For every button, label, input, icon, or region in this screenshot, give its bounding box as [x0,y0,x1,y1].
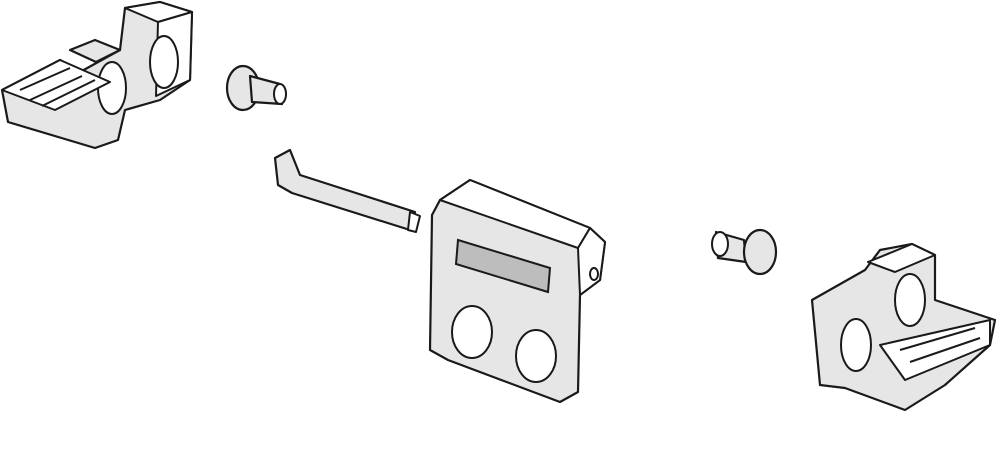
hex-key-part [273,148,421,233]
logo-plate [454,238,552,294]
cover-plate-part [428,178,607,404]
screw-icon [711,228,778,276]
right-bracket-part [810,242,997,412]
left-bracket-part [0,0,194,150]
screw-icon [225,64,287,112]
